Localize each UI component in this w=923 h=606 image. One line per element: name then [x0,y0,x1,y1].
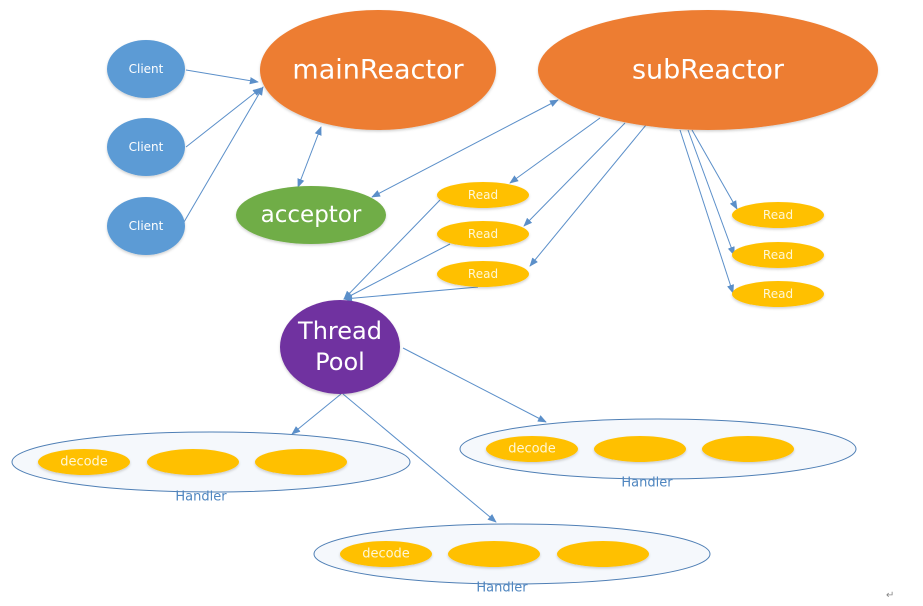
handler-group[interactable]: decode Handler [11,431,411,505]
edge-read-l2-pool [343,243,451,300]
task[interactable] [594,436,686,462]
decode-task[interactable]: decode [486,436,578,462]
task[interactable] [448,541,540,567]
task-label: decode [508,442,556,457]
task[interactable] [557,541,649,567]
edge-pool-handler1 [291,393,342,435]
read-label: Read [468,227,498,241]
sub-reactor-label: subReactor [632,55,785,86]
edge-read-l3-pool [343,286,479,302]
handler-label: Handler [476,581,528,596]
read-label: Read [468,267,498,281]
decode-task[interactable]: decode [340,541,432,567]
acceptor-label: acceptor [261,202,362,228]
read-node[interactable]: Read [732,202,824,228]
edge-client3-main [183,86,264,223]
handler-group[interactable]: decode Handler [459,418,857,491]
task[interactable] [255,449,347,475]
client-label: Client [129,62,164,76]
read-node[interactable]: Read [732,281,824,307]
edge-pool-handler3 [342,393,497,523]
read-label: Read [468,188,498,202]
edge-main-acceptor [297,126,322,188]
thread-pool-label-line2: Pool [315,348,365,376]
task[interactable] [147,449,239,475]
read-label: Read [763,248,793,262]
client-node[interactable]: Client [107,118,185,176]
edge-sub-read-r2 [687,129,735,256]
main-reactor-label: mainReactor [292,55,464,86]
acceptor-node[interactable]: acceptor [236,186,386,244]
task-label: decode [60,455,108,470]
handler-group[interactable]: decode Handler [313,523,711,596]
handler-label: Handler [175,490,227,505]
edge-sub-read-r1 [691,129,738,210]
read-node[interactable]: Read [437,261,529,287]
edge-pool-handler2 [402,347,547,423]
read-node[interactable]: Read [437,221,529,247]
sub-reactor-node[interactable]: subReactor [538,10,878,130]
read-label: Read [763,208,793,222]
edges [183,69,738,523]
main-reactor-node[interactable]: mainReactor [260,10,496,130]
edge-client2-main [185,87,262,148]
paragraph-return-mark: ↵ [886,590,894,601]
edge-sub-read-l3 [529,124,647,267]
edge-sub-read-l1 [509,117,601,184]
read-label: Read [763,287,793,301]
task[interactable] [702,436,794,462]
client-node[interactable]: Client [107,40,185,98]
handler-label: Handler [621,476,673,491]
edge-client1-main [185,69,259,85]
thread-pool-node[interactable]: Thread Pool [280,300,400,394]
read-node[interactable]: Read [732,242,824,268]
edge-read-l1-pool [343,199,441,300]
task-label: decode [362,547,410,562]
edge-sub-read-r3 [679,129,734,294]
decode-task[interactable]: decode [38,449,130,475]
client-label: Client [129,219,164,233]
read-node[interactable]: Read [437,182,529,208]
client-label: Client [129,140,164,154]
edge-sub-read-l2 [523,122,626,227]
client-node[interactable]: Client [107,197,185,255]
thread-pool-label-line1: Thread [297,317,382,345]
edge-sub-acceptor [371,99,559,198]
